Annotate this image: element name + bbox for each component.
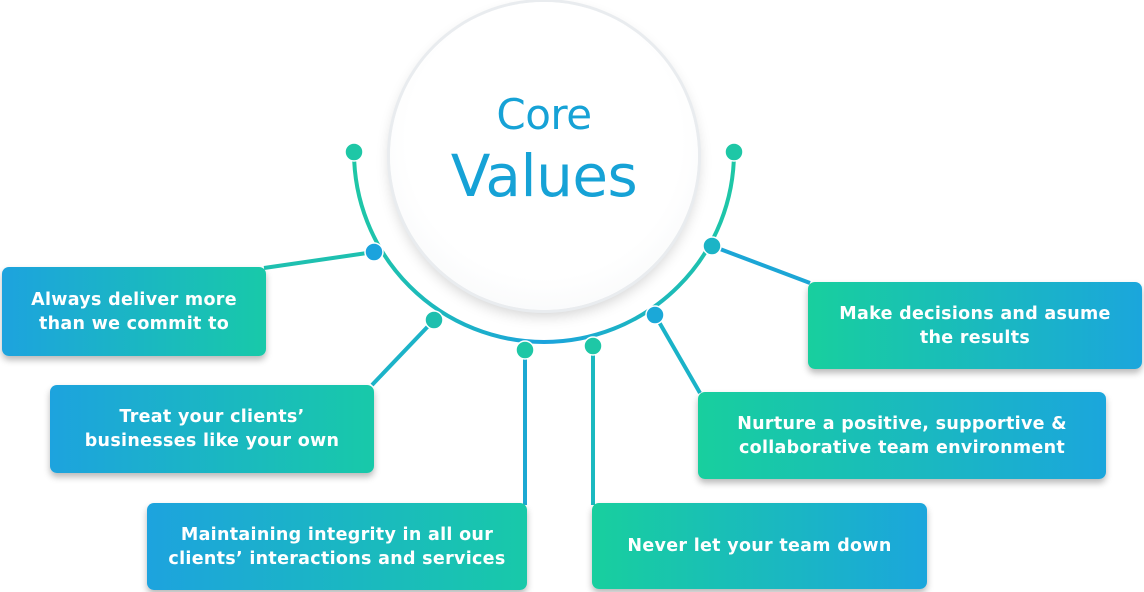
core-values-circle: Core Values [390,2,698,310]
connector-treat [370,318,436,387]
value-box-treat: Treat your clients’ businesses like your… [50,385,374,473]
value-box-team-down: Never let your team down [592,503,927,589]
value-box-nurture: Nurture a positive, supportive & collabo… [698,392,1106,479]
connector-decisions [711,244,811,285]
end-dot-right [724,142,744,162]
dot-deliver [364,242,384,262]
dot-team-down [583,336,603,356]
dot-treat [424,310,444,330]
title-core: Core [496,90,592,139]
dot-decisions [702,236,722,256]
connector-deliver [263,250,375,270]
end-dot-left [344,142,364,162]
value-box-decisions: Make decisions and asume the results [808,282,1142,369]
value-box-integrity: Maintaining integrity in all our clients… [147,503,527,590]
dot-integrity [515,340,535,360]
title-values: Values [450,142,638,210]
value-box-deliver: Always deliver more than we commit to [2,267,266,356]
dot-nurture [645,305,665,325]
connector-nurture [653,314,702,394]
